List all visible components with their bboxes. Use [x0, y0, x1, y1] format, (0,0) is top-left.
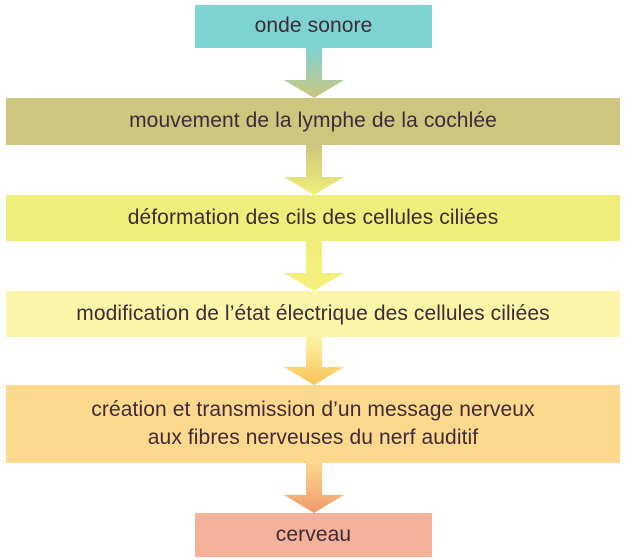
step-label: déformation des cils des cellules ciliée…: [127, 205, 499, 229]
down-arrow-3: [284, 241, 344, 291]
step-label: onde sonore: [254, 14, 373, 38]
down-arrow-4: [284, 337, 344, 385]
flow-step-modification-etat: modification de l’état électrique des ce…: [6, 291, 620, 337]
flow-step-onde-sonore: onde sonore: [195, 5, 432, 48]
step-label: mouvement de la lymphe de la cochlée: [129, 109, 497, 133]
step-label-line-2: aux fibres nerveuses du nerf auditif: [147, 426, 479, 449]
flow-step-cerveau: cerveau: [195, 513, 432, 557]
step-label-line-1: création et transmission d’un message ne…: [91, 397, 535, 421]
down-arrow-1: [284, 48, 344, 98]
down-arrow-5: [284, 463, 344, 513]
flow-step-message-nerveux: création et transmission d’un message ne…: [6, 385, 620, 463]
down-arrow-2: [284, 145, 344, 195]
flow-step-deformation-cils: déformation des cils des cellules ciliée…: [6, 195, 620, 241]
flow-step-mouvement-lymphe: mouvement de la lymphe de la cochlée: [6, 98, 620, 145]
step-label: modification de l’état électrique des ce…: [76, 301, 550, 325]
step-label: cerveau: [275, 522, 352, 546]
